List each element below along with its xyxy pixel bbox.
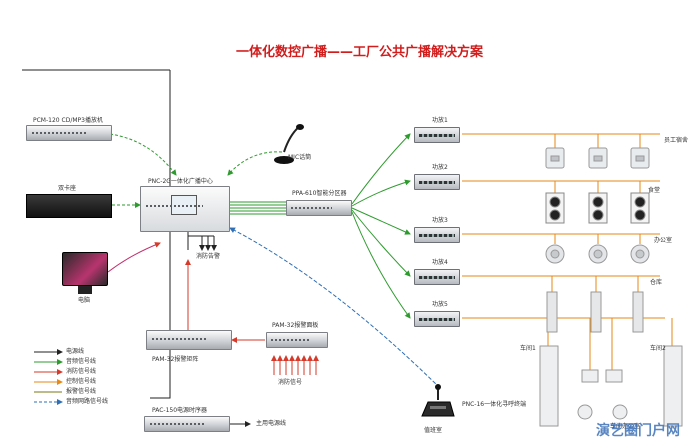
pam-alarm-matrix bbox=[146, 330, 232, 350]
mic-label: MIC话筒 bbox=[288, 154, 312, 161]
speaker-wire-zone4 bbox=[462, 275, 660, 292]
amplifier-1-label: 功放1 bbox=[432, 117, 448, 124]
computer-label: 电脑 bbox=[78, 297, 91, 304]
bundle-center-ppa bbox=[228, 201, 286, 215]
amplifier-1 bbox=[414, 127, 460, 143]
pcm-player-label: PCM-120 CD/MP3播放机 bbox=[33, 117, 103, 124]
watermark-logo: 演艺圈门户网 bbox=[596, 423, 680, 439]
legend-audio: 音频信号线 bbox=[66, 358, 97, 365]
pam-alarm-panel bbox=[266, 332, 328, 348]
dual-deck-label: 双卡座 bbox=[58, 185, 77, 192]
duty-room-label: 值班室 bbox=[424, 427, 443, 434]
amplifier-3 bbox=[414, 227, 460, 243]
dual-deck-device bbox=[26, 194, 112, 218]
column-speakers bbox=[546, 291, 644, 333]
net-wire-computer bbox=[107, 242, 161, 273]
audio-wire-mic bbox=[227, 151, 283, 176]
speaker-wire-zone1 bbox=[462, 133, 660, 150]
page-title: 一体化数控广播——工厂公共广播解决方案 bbox=[236, 45, 484, 60]
legend-alarm: 报警信号线 bbox=[66, 388, 97, 395]
amplifier-5-label: 功放5 bbox=[432, 301, 448, 308]
workshop-speakers bbox=[539, 345, 683, 427]
pnc-label: PNC-2G一体化广播中心 bbox=[148, 178, 213, 185]
amplifier-4 bbox=[414, 269, 460, 285]
legend-control: 控制信号线 bbox=[66, 378, 97, 385]
ppa-label: PPA-610智能分区器 bbox=[292, 190, 347, 197]
pac-power-sequencer bbox=[144, 416, 230, 432]
legend-network: 音频网路信号线 bbox=[66, 398, 109, 405]
speaker-wire-zone3 bbox=[462, 233, 660, 244]
zone-label-warehouse: 仓库 bbox=[650, 279, 663, 286]
paging-terminal-icon bbox=[420, 384, 456, 424]
zone-label-dorm: 员工宿舍 bbox=[664, 137, 689, 144]
legend-fire: 消防信号线 bbox=[66, 368, 97, 375]
audio-wire-amp3 bbox=[351, 207, 411, 235]
fire-signal-arrows bbox=[271, 355, 319, 375]
net-wire-paging bbox=[229, 227, 441, 389]
speaker-wire-zone2 bbox=[462, 180, 660, 195]
amplifier-4-label: 功放4 bbox=[432, 259, 448, 266]
fire-signal-label: 消防信号 bbox=[278, 379, 303, 386]
amplifier-5 bbox=[414, 311, 460, 327]
alarm-output-arrows bbox=[187, 232, 217, 251]
pam-panel-label: PAM-32报警面板 bbox=[272, 322, 319, 329]
audio-wire-amp5 bbox=[351, 211, 411, 319]
audio-wire-amp4 bbox=[351, 209, 411, 277]
round-speakers bbox=[545, 244, 650, 264]
zone-label-canteen: 食堂 bbox=[648, 187, 661, 194]
pac-label: PAC-150电源时序器 bbox=[152, 407, 208, 414]
power-frame-line bbox=[150, 70, 171, 399]
amplifier-2-label: 功放2 bbox=[432, 164, 448, 171]
amplifier-2 bbox=[414, 174, 460, 190]
paging-terminal-label: PNC-16一体化寻呼终端 bbox=[462, 401, 527, 408]
zone-label-workshop2: 车间2 bbox=[650, 345, 666, 352]
wall-speakers bbox=[545, 192, 650, 224]
legend-power: 电源线 bbox=[66, 348, 85, 355]
audio-wire-amp1 bbox=[351, 133, 411, 205]
zone-label-office: 办公室 bbox=[654, 237, 673, 244]
ppa-zone-router bbox=[286, 200, 352, 216]
main-power-label: 主用电源线 bbox=[256, 420, 287, 427]
computer-stand bbox=[78, 286, 92, 294]
legend-lines bbox=[34, 349, 63, 405]
pnc-screen bbox=[171, 195, 197, 215]
ceiling-speakers bbox=[545, 147, 650, 169]
audio-wire-pcm bbox=[109, 133, 177, 176]
pam-matrix-label: PAM-32报警矩阵 bbox=[152, 356, 199, 363]
pnc-broadcast-center bbox=[140, 186, 230, 232]
amplifier-3-label: 功放3 bbox=[432, 217, 448, 224]
pcm-player-device bbox=[26, 125, 112, 141]
zone-label-workshop1: 车间1 bbox=[520, 345, 536, 352]
alarm-label: 消防告警 bbox=[196, 253, 221, 260]
mic-icon bbox=[272, 122, 306, 166]
zone-label-workshop-office: 车间办公室 bbox=[610, 423, 641, 430]
computer-monitor bbox=[62, 252, 108, 286]
audio-wire-amp2 bbox=[351, 179, 411, 207]
